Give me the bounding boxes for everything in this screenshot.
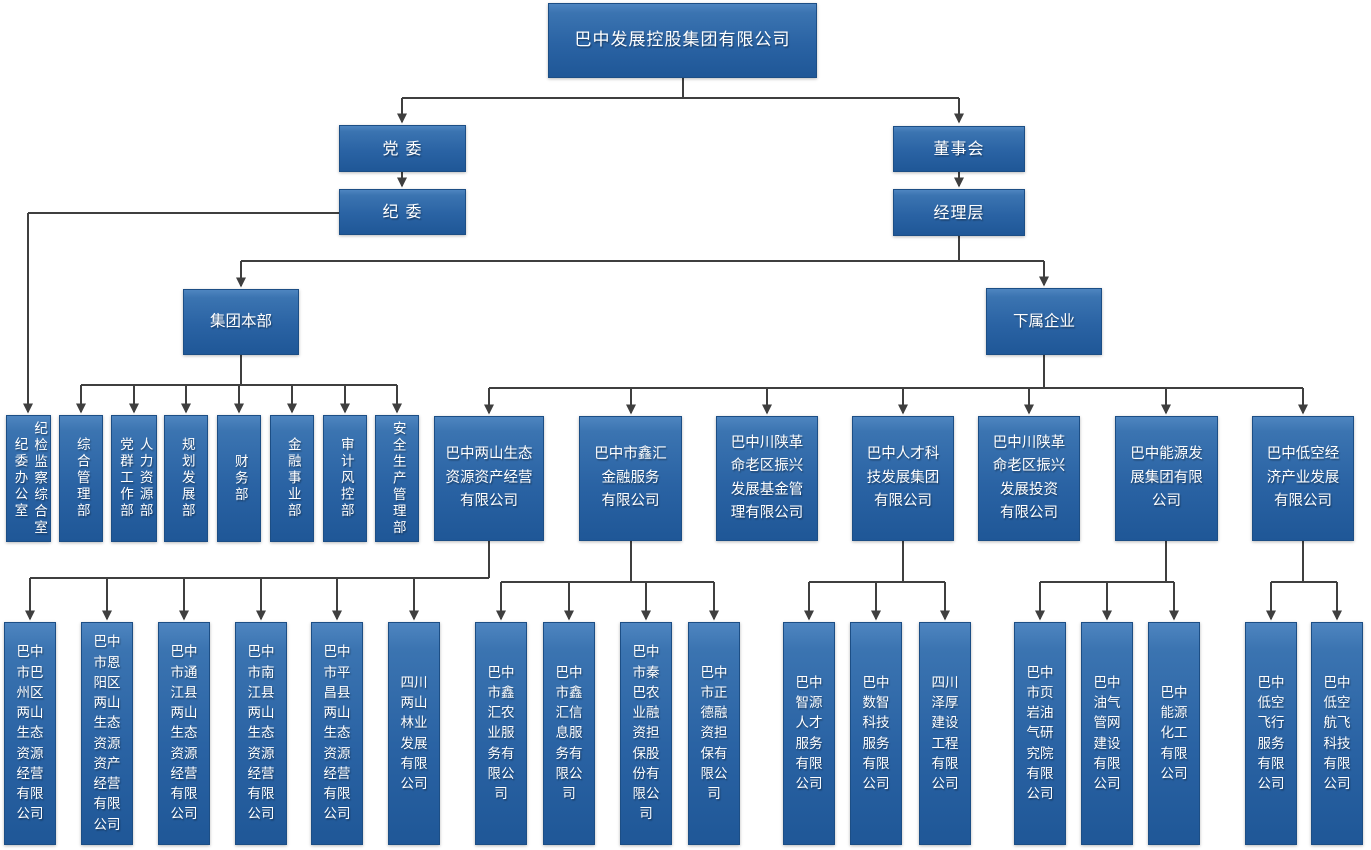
rail-companies <box>489 355 1303 389</box>
subcompany-shuzhi-tech: 巴中 数智 科技 服务 有限 公司 <box>850 622 902 845</box>
dept-label: 纪检监察综合室 纪委办公室 <box>11 420 48 537</box>
subcompany-zhengde-guarantee: 巴中 市正 德融 资担 保有 限公 司 <box>688 622 740 845</box>
subcompany-shale-oilgas-institute: 巴中 市页 岩油 气研 究院 有限 公司 <box>1014 622 1066 845</box>
dept-safety-production: 安全生产管理部 <box>375 415 419 542</box>
rail-departments <box>81 355 397 386</box>
company-chuanshan-fund-management: 巴中川陕革 命老区振兴 发展基金管 理有限公司 <box>716 416 818 541</box>
subcompany-qinba-guarantee: 巴中 市秦 巴农 业融 资担 保股 份有 限公 司 <box>620 622 672 845</box>
dept-general-management: 综合管理部 <box>59 415 103 542</box>
node-management-layer: 经理层 <box>893 189 1025 236</box>
rail-root <box>402 78 959 99</box>
rail-management <box>241 236 1044 262</box>
node-party-committee: 党 委 <box>339 125 466 172</box>
dept-audit-risk-control: 审计风控部 <box>323 415 367 542</box>
dept-discipline-inspection-office: 纪检监察综合室 纪委办公室 <box>6 415 51 542</box>
rail-group-c <box>809 541 945 583</box>
node-subsidiary-enterprises: 下属企业 <box>986 288 1102 355</box>
subcompany-enyang-liangshan: 巴中 市恩 阳区 两山 生态 资源 资产 经营 有限 公司 <box>81 622 133 845</box>
company-low-altitude-economy: 巴中低空经 济产业发展 有限公司 <box>1252 416 1354 541</box>
subcompany-xinhui-agriculture: 巴中 市鑫 汇农 业服 务有 限公 司 <box>475 622 527 845</box>
subcompany-energy-chemical: 巴中 能源 化工 有限 公司 <box>1148 622 1200 845</box>
node-group-headquarters: 集团本部 <box>183 289 299 355</box>
dept-label: 金融事业部 <box>284 437 301 520</box>
node-board-of-directors: 董事会 <box>893 126 1025 172</box>
rail-group-d <box>1040 541 1174 583</box>
subcompany-oilgas-pipeline: 巴中 油气 管网 建设 有限 公司 <box>1081 622 1133 845</box>
subcompany-nanjiang-liangshan: 巴中 市南 江县 两山 生态 资源 经营 有限 公司 <box>235 622 287 845</box>
company-liangshan-eco-resources: 巴中两山生态 资源资产经营 有限公司 <box>434 416 544 541</box>
subcompany-sichuan-liangshan-forestry: 四川 两山 林业 发展 有限 公司 <box>388 622 440 845</box>
dept-label: 综合管理部 <box>73 437 90 520</box>
subcompany-bazhou-liangshan: 巴中 市巴 州区 两山 生态 资源 经营 有限 公司 <box>4 622 56 845</box>
dept-finance: 财务部 <box>217 415 261 542</box>
node-discipline-committee: 纪 委 <box>339 189 466 235</box>
subcompany-low-altitude-aviation-tech: 巴中 低空 航飞 科技 有限 公司 <box>1311 622 1363 845</box>
dept-financial-business: 金融事业部 <box>270 415 314 542</box>
subcompany-zhiyuan-talent: 巴中 智源 人才 服务 有限 公司 <box>783 622 835 845</box>
node-root-company: 巴中发展控股集团有限公司 <box>548 3 817 78</box>
rail-group-a <box>30 541 490 579</box>
company-energy-development-group: 巴中能源发 展集团有限 公司 <box>1115 416 1218 541</box>
dept-label: 安全生产管理部 <box>389 420 406 537</box>
rail-group-b <box>501 541 714 583</box>
dept-hr-party-affairs: 人力资源部 党群工作部 <box>111 415 157 542</box>
company-xinhui-financial-services: 巴中市鑫汇 金融服务 有限公司 <box>579 416 682 541</box>
dept-label: 人力资源部 党群工作部 <box>117 437 153 520</box>
subcompany-zehou-construction: 四川 泽厚 建设 工程 有限 公司 <box>919 622 971 845</box>
subcompany-low-altitude-flight-services: 巴中 低空 飞行 服务 有限 公司 <box>1245 622 1297 845</box>
dept-label: 审计风控部 <box>337 437 354 520</box>
subcompany-tongjiang-liangshan: 巴中 市通 江县 两山 生态 资源 经营 有限 公司 <box>158 622 210 845</box>
dept-planning-development: 规划发展部 <box>164 415 208 542</box>
subcompany-xinhui-information: 巴中 市鑫 汇信 息服 务有 限公 司 <box>543 622 595 845</box>
subcompany-pingchang-liangshan: 巴中 市平 昌县 两山 生态 资源 经营 有限 公司 <box>311 622 363 845</box>
rail-group-e <box>1271 541 1337 583</box>
company-chuanshan-investment: 巴中川陕革 命老区振兴 发展投资 有限公司 <box>978 416 1080 541</box>
dept-label: 规划发展部 <box>178 437 195 520</box>
dept-label: 财务部 <box>231 453 248 504</box>
company-talent-tech-group: 巴中人才科 技发展集团 有限公司 <box>852 416 954 541</box>
